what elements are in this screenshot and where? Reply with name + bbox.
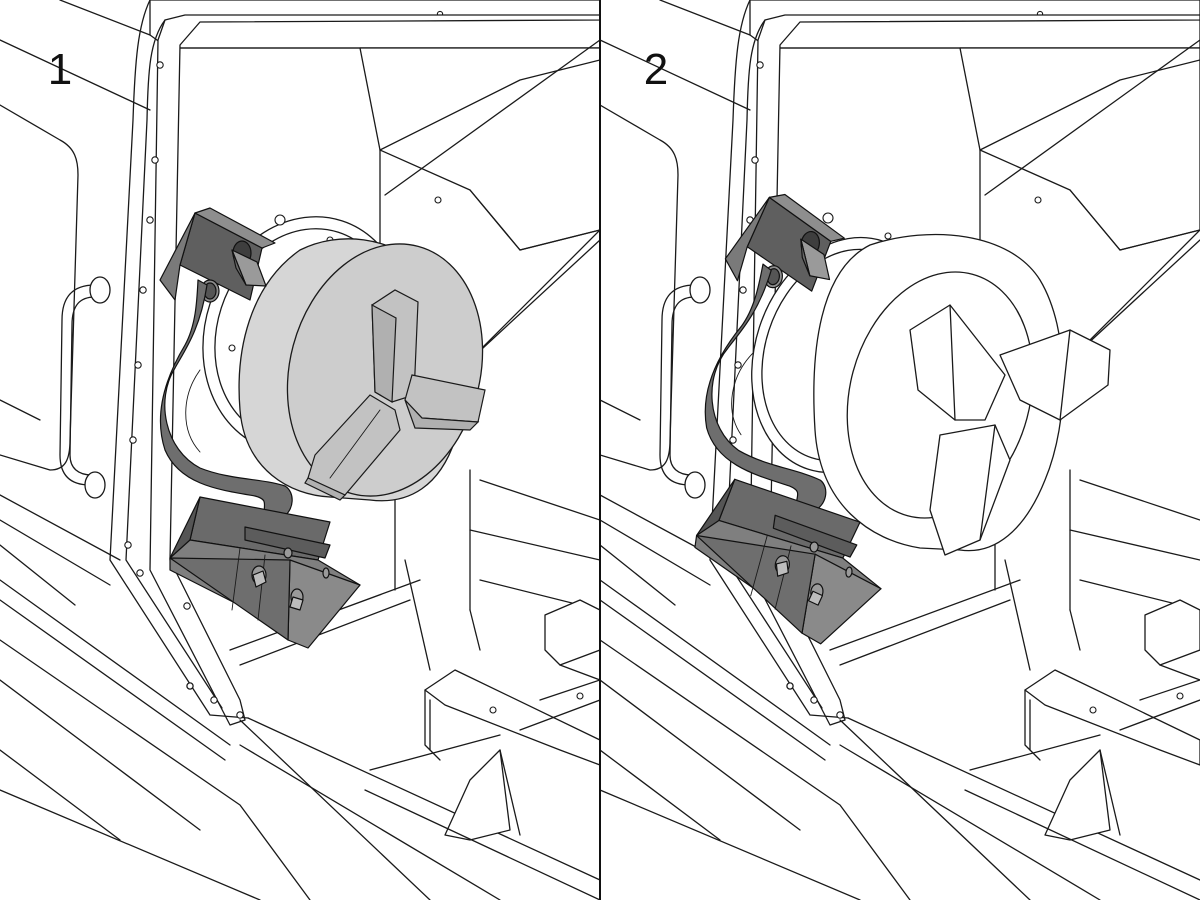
step-number-2: 2	[644, 45, 668, 94]
chuck-2	[813, 233, 1111, 556]
step-panel-2: 2	[600, 0, 1200, 900]
step-panel-1: 1	[0, 0, 600, 900]
chuck-1	[238, 238, 486, 502]
step-number-1: 1	[48, 45, 72, 94]
